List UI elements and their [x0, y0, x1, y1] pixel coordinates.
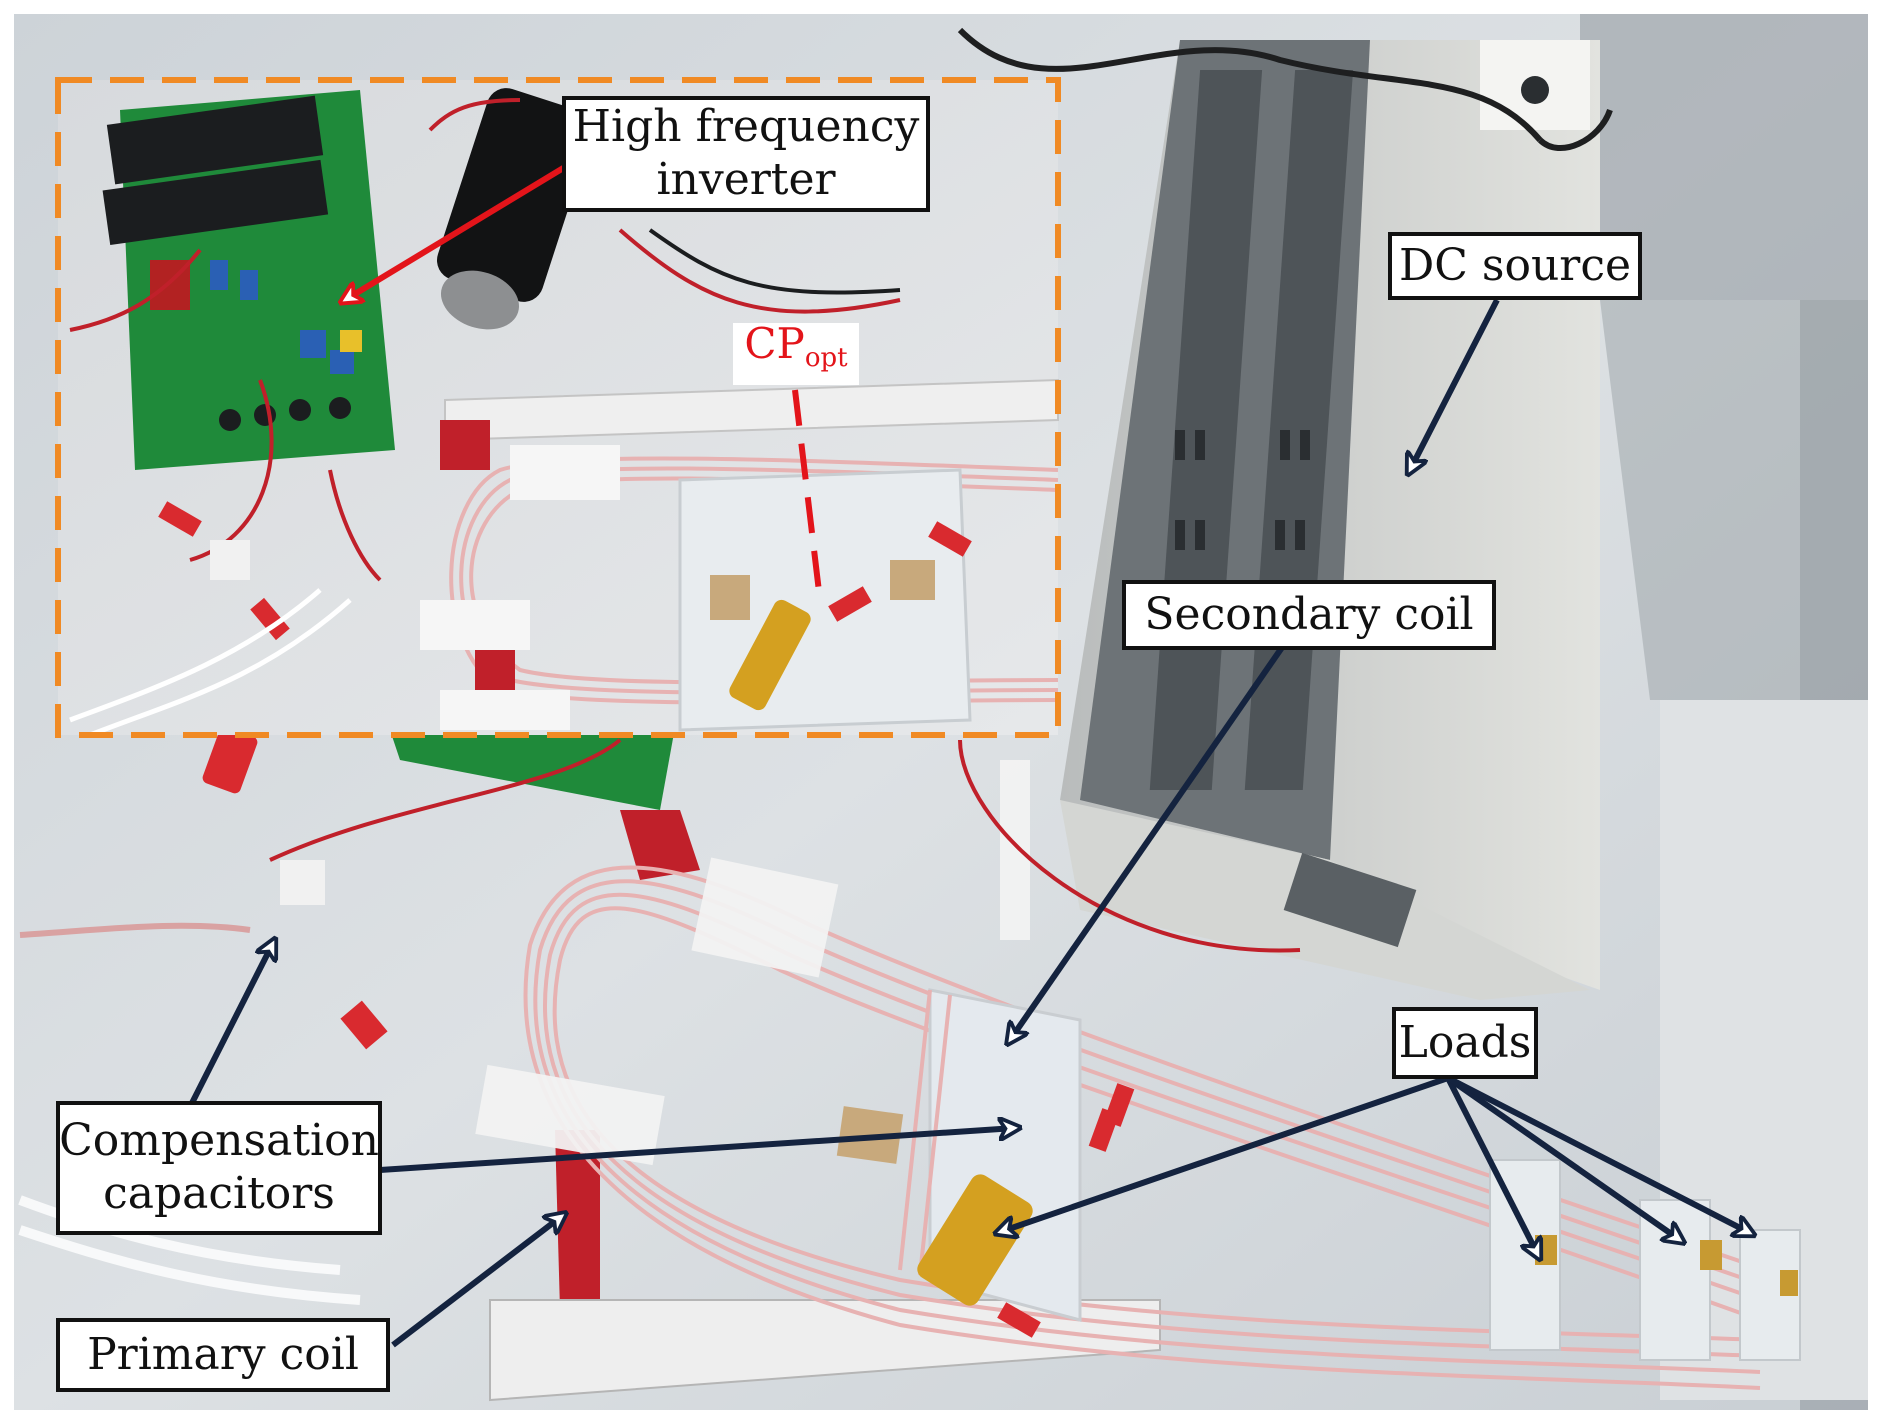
primary-coil-arrow [391, 1216, 562, 1348]
label-compensation-capacitors: Compensation capacitors [56, 1101, 382, 1235]
inset-photo [58, 80, 1059, 738]
label-line: Loads [1398, 1016, 1532, 1068]
wall-shadow [1600, 300, 1868, 700]
label-high-frequency-inverter: High frequency inverter [562, 96, 930, 212]
loads-arrow-4 [1446, 1075, 1750, 1233]
label-secondary-coil: Secondary coil [1122, 580, 1496, 650]
compensation-arrow-2 [379, 1128, 1015, 1173]
label-line: Compensation [59, 1115, 379, 1167]
label-loads: Loads [1392, 1007, 1538, 1079]
label-dc-source: DC source [1388, 232, 1642, 300]
loads-arrow-3 [1446, 1075, 1680, 1240]
label-line: Secondary coil [1144, 588, 1474, 640]
loads-arrow-1 [1000, 1075, 1449, 1232]
label-line: High frequency [572, 101, 920, 153]
inset-border [55, 77, 1061, 738]
gold-resistor [917, 1174, 1033, 1306]
label-line: capacitors [103, 1168, 335, 1219]
cp-main-text: CP [744, 319, 805, 368]
cp-subscript-text: opt [804, 343, 848, 373]
label-line: DC source [1398, 239, 1632, 291]
tape-mark [555, 1130, 600, 1310]
capacitor-block [280, 860, 325, 905]
loads-arrow-2 [1445, 1076, 1538, 1255]
primary-coil-wires [523, 865, 1761, 1390]
label-line: inverter [656, 154, 836, 205]
label-line: Primary coil [87, 1328, 359, 1380]
compensation-arrow-1 [189, 943, 273, 1105]
tape-mark [620, 810, 700, 880]
dc-source-arrow [1410, 298, 1500, 470]
secondary-coil-arrow [1010, 644, 1286, 1040]
cp-opt-dashed-line [792, 389, 823, 601]
inverter-arrow [345, 164, 567, 300]
label-primary-coil: Primary coil [56, 1318, 390, 1392]
